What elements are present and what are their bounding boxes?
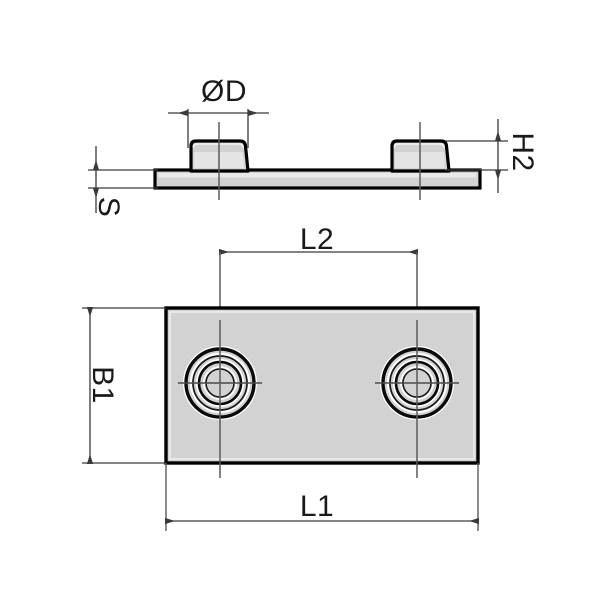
dimension-length-l1 xyxy=(165,463,479,531)
dimension-label-thickness-s: S xyxy=(92,196,125,218)
dimension-diameter-d xyxy=(168,109,269,148)
side-elevation-view xyxy=(153,122,482,200)
dimension-width-b1 xyxy=(82,307,166,464)
plan-view-plate xyxy=(164,306,480,465)
dimension-label-height-h2: H2 xyxy=(506,132,539,172)
plan-view xyxy=(164,306,480,478)
dimension-label-width-b1: B1 xyxy=(86,366,119,404)
dimension-label-diameter-d: ØD xyxy=(201,75,247,108)
dimension-height-h2 xyxy=(445,119,508,193)
dimension-label-length-l1: L1 xyxy=(299,490,335,523)
dimension-label-length-l2: L2 xyxy=(299,223,335,256)
side-view-plate xyxy=(153,168,482,190)
dimension-thickness-s xyxy=(88,146,158,213)
